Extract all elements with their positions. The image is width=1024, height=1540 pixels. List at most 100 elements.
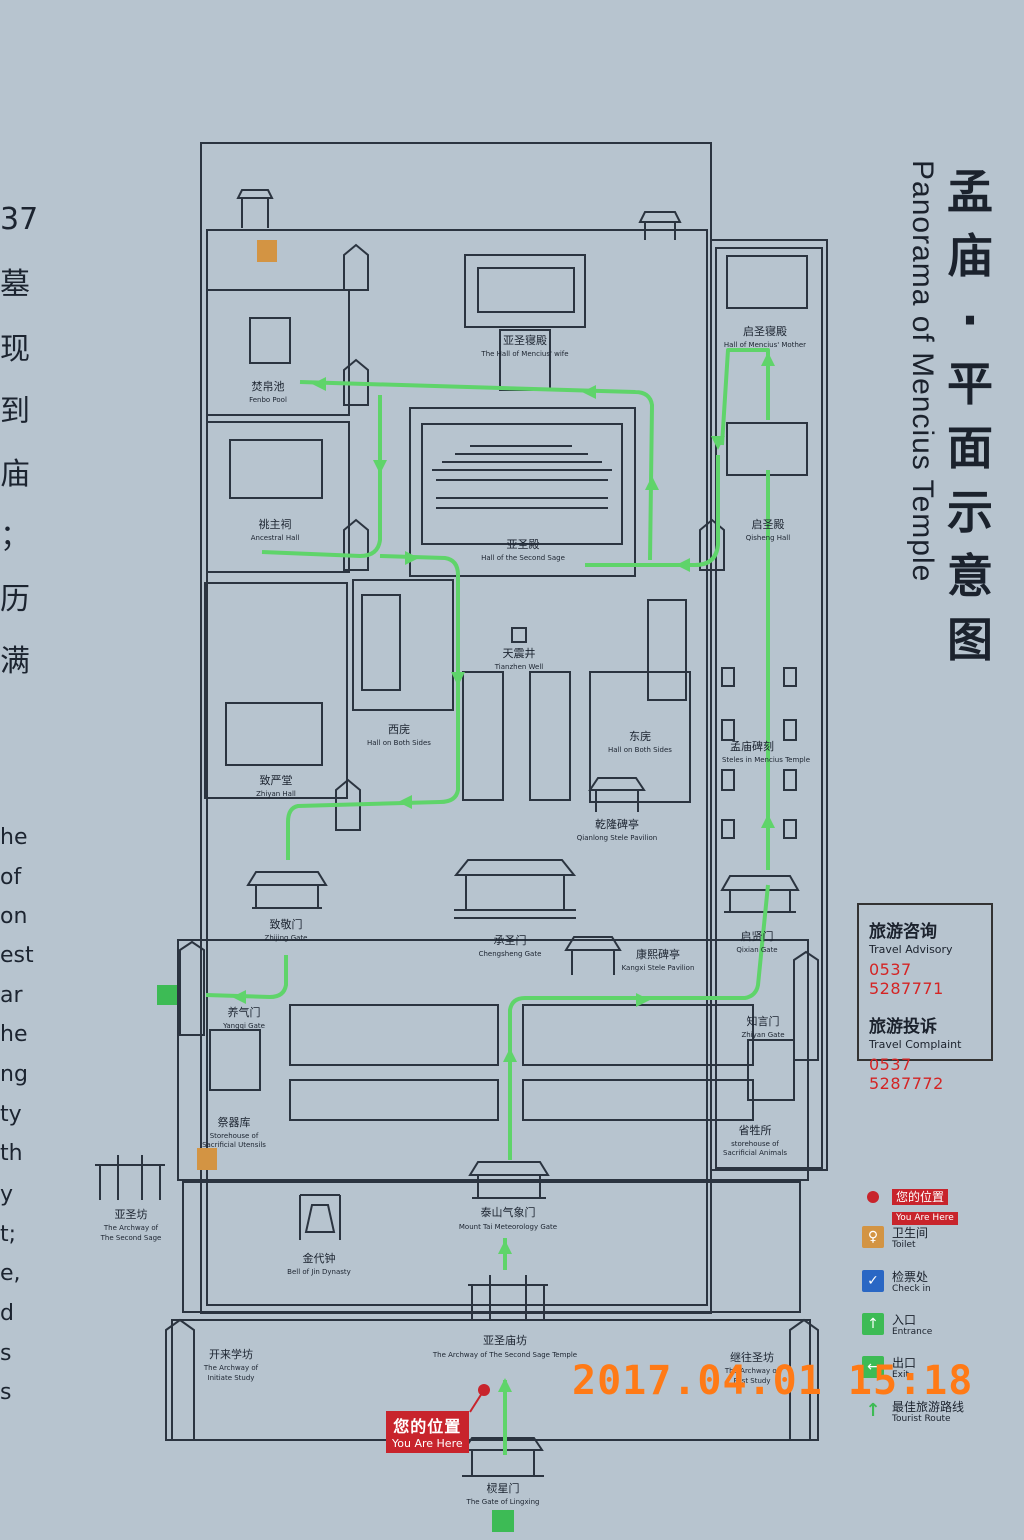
qianlong-label: 乾隆碑亭 xyxy=(595,817,639,831)
jiwang-label: 继往圣坊 xyxy=(730,1350,774,1364)
route-arrow xyxy=(498,1378,512,1392)
qisheng-hall-label-en: Qisheng Hall xyxy=(746,534,790,542)
route-arrow xyxy=(711,436,725,450)
courtyard-plot xyxy=(522,1004,754,1066)
photo-timestamp: 2017.04.01 15:18 xyxy=(572,1358,974,1404)
wall-gateways xyxy=(335,243,725,831)
east-hall-label: 东庑 xyxy=(629,729,651,743)
entrance-icon: ↑ xyxy=(862,1313,884,1335)
left-fragment: th xyxy=(0,1141,23,1166)
qianlong-label-en: Qianlong Stele Pavilion xyxy=(577,834,657,842)
main-hall-icon xyxy=(432,445,612,509)
north-tower-icon xyxy=(638,211,682,240)
legend-you-are-here: 您的位置 You Are Here xyxy=(862,1186,958,1225)
title-char: 面 xyxy=(947,421,993,475)
ticket-check-icon: ✓ xyxy=(862,1270,884,1292)
fenbo-pool-label-en: Fenbo Pool xyxy=(249,396,287,404)
kailai-label-en: The Archway of xyxy=(203,1364,259,1372)
chengsheng-gate-label-en: Chengsheng Gate xyxy=(479,950,542,958)
steles-label: 孟庙碑刻 xyxy=(730,739,774,753)
left-fragment: ty xyxy=(0,1102,22,1127)
route-segment xyxy=(205,955,288,999)
route-arrow xyxy=(645,476,659,490)
left-fragment: he xyxy=(0,825,28,850)
left-fragment: on xyxy=(0,904,28,929)
route-arrow xyxy=(636,993,650,1007)
mount-tai-gate-label-en: Mount Tai Meteorology Gate xyxy=(459,1223,557,1231)
left-fragment: 现 xyxy=(0,332,30,367)
left-fragment: 37 xyxy=(0,202,39,237)
legend-check-in: ✓ 检票处 Check in xyxy=(862,1270,931,1295)
west-hall-building xyxy=(361,594,401,691)
north-tower-icon xyxy=(236,189,274,228)
mother-hall-label: 启圣寝殿 xyxy=(743,324,787,338)
courtyard-plot xyxy=(289,1004,499,1066)
utensil-storehouse-label: 祭器库 xyxy=(218,1116,251,1129)
archway-left-label-en: The Archway of xyxy=(103,1224,159,1232)
route-arrow-icon: ↑ xyxy=(865,1400,881,1421)
title-char: · xyxy=(961,293,979,347)
chengsheng-gate-icon xyxy=(453,859,577,919)
fenbo-yard xyxy=(206,289,350,416)
animal-storehouse-label-en2: Sacrificial Animals xyxy=(723,1149,787,1157)
exit-icon xyxy=(157,985,177,1005)
legend-entrance-cn: 入口 xyxy=(892,1313,917,1327)
bell-courtyard xyxy=(182,1181,801,1313)
archway-left-label-en2: The Second Sage xyxy=(100,1234,162,1242)
qisheng-hall-icon xyxy=(726,422,808,476)
legend-checkin-en: Check in xyxy=(892,1284,931,1294)
you-are-here-en: You Are Here xyxy=(392,1437,463,1450)
route-arrow xyxy=(373,460,387,474)
qianlong-pavilion-icon xyxy=(588,777,646,812)
animal-storehouse-label-en: storehouse of xyxy=(731,1140,779,1148)
kailai-label-en2: Initiate Study xyxy=(208,1374,255,1382)
left-fragment: ； xyxy=(0,519,30,554)
you-are-here-cn: 您的位置 xyxy=(393,1417,462,1436)
temple-archway-label-en: The Archway of The Second Sage Temple xyxy=(432,1351,577,1359)
legend-toilet: ♀ 卫生间 Toilet xyxy=(862,1226,928,1251)
left-fragment: 历 xyxy=(0,582,30,617)
chengsheng-gate-label: 承圣门 xyxy=(494,933,527,947)
lingxing-gate-label: 棂星门 xyxy=(487,1481,520,1495)
steles-label-en: Steles in Mencius Temple xyxy=(722,756,810,764)
lingxing-gate-label-en: The Gate of Lingxing xyxy=(466,1498,540,1506)
route-arrow xyxy=(582,385,596,399)
bell-label-en: Bell of Jin Dynasty xyxy=(287,1268,351,1276)
left-fragment: t; xyxy=(0,1222,17,1247)
exit-icon: ← xyxy=(862,1356,884,1378)
utensil-storehouse xyxy=(209,1029,261,1091)
left-fragment: 到 xyxy=(0,394,30,429)
legend-exit-en: Exit xyxy=(892,1370,910,1380)
jiwang-label-en: The Archway of xyxy=(724,1367,780,1375)
route-arrows xyxy=(232,352,775,1392)
title-char: 庙 xyxy=(947,229,993,283)
bell-label: 金代钟 xyxy=(303,1251,336,1265)
zhijing-gate-label-en: Zhijing Gate xyxy=(265,934,308,942)
east-compound-wall xyxy=(710,239,828,1171)
well-label: 天震井 xyxy=(503,646,536,660)
zhiyan-hall-icon xyxy=(225,702,323,766)
zhijing-gate-icon xyxy=(246,871,328,909)
zhiyan-hall-label-en: Zhiyan Hall xyxy=(256,790,296,798)
well-icon xyxy=(511,627,527,643)
zhiyan-hall-label: 致严堂 xyxy=(260,773,293,787)
stele-markers xyxy=(721,667,797,839)
east-hall-building xyxy=(647,599,687,701)
route-segment xyxy=(720,348,770,870)
utensil-storehouse-label-en2: Sacrificial Utensils xyxy=(202,1141,266,1149)
you-are-here-tag: 您的位置 You Are Here xyxy=(386,1411,469,1453)
page-title-en: Panorama of Mencius Temple xyxy=(906,160,939,583)
place-labels: 焚帛池 Fenbo Pool 亚圣寝殿 The Hall of Mencius'… xyxy=(100,324,810,1506)
legend-here-en: You Are Here xyxy=(892,1212,958,1225)
fenbo-pool-label: 焚帛池 xyxy=(252,379,285,393)
west-hall-label-en: Hall on Both Sides xyxy=(367,739,431,747)
left-fragment: s xyxy=(0,1341,12,1366)
legend-toilet-cn: 卫生间 xyxy=(892,1226,929,1240)
legend-exit-cn: 出口 xyxy=(892,1356,917,1370)
courtyard-plot xyxy=(462,671,504,801)
yangqi-gate-label: 养气门 xyxy=(228,1005,261,1019)
main-hall-terrace xyxy=(421,423,623,545)
east-compound-inner xyxy=(715,247,823,1169)
left-fragment: 墓 xyxy=(0,267,30,302)
